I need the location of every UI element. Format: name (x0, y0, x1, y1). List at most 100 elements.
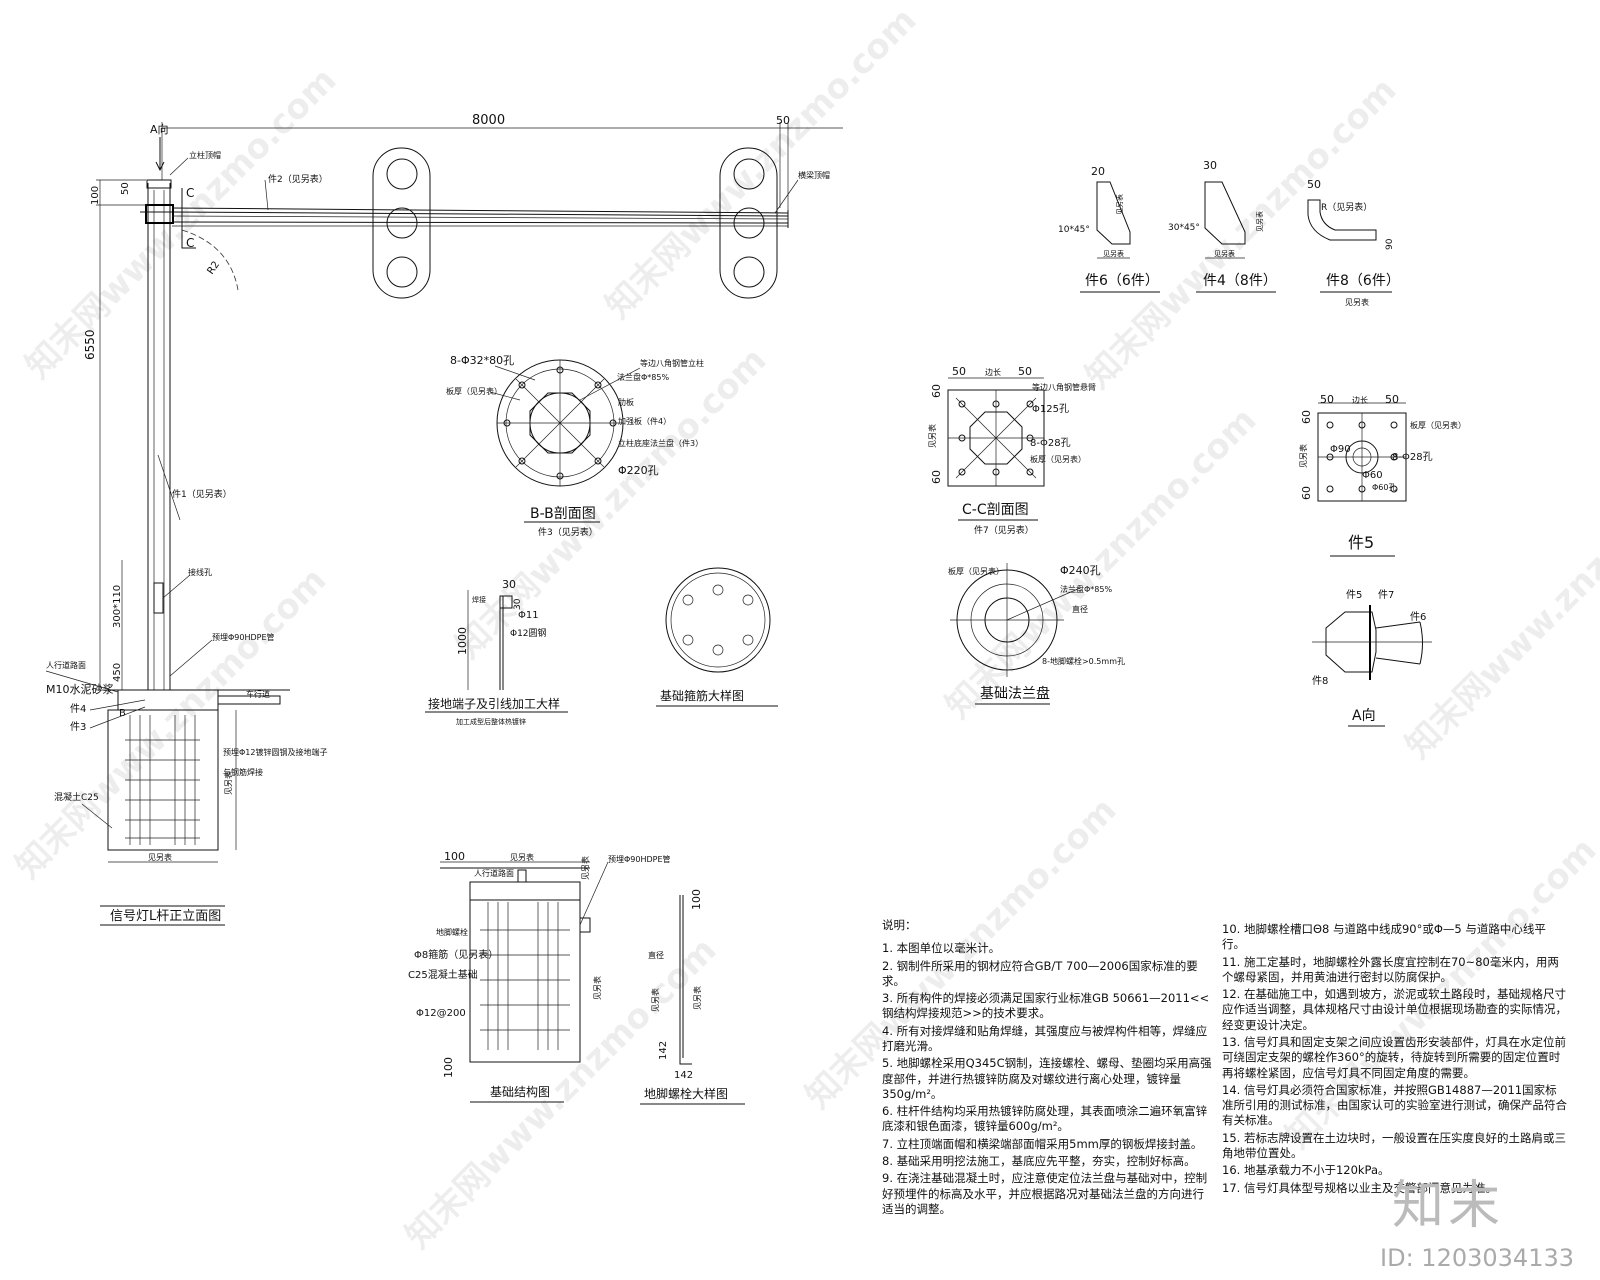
bb-label-base-flange: 立柱底座法兰盘（件3） (618, 438, 703, 448)
part6-title: 件6（6件） (1085, 273, 1159, 289)
part6-dim-height: 见另表 (1115, 194, 1124, 215)
bb-label-stiffener: 加强板（件4） (618, 416, 671, 426)
bb-label-holes: 8-Φ32*80孔 (450, 354, 514, 367)
fd-dim-bottom: 100 (442, 1057, 455, 1078)
base-flange: 板厚（见另表） Φ240孔 法兰盘Φ*85% 直径 8-地脚螺栓>0.5mm孔 … (948, 563, 1125, 705)
notes-title: 说明： (882, 918, 917, 932)
ab-dim-hook: 142 (658, 1041, 669, 1060)
section-c-mark: C (186, 186, 194, 200)
flange-label-flange: 法兰盘Φ*85% (1060, 584, 1112, 594)
radius-label: R2 (205, 260, 222, 277)
watermark-4: 知末网www.znzmo.com (598, 0, 924, 326)
rebar-detail-title: 基础箍筋大样图 (660, 688, 744, 703)
part5-title: 件5 (1348, 533, 1374, 552)
note-item: 12. 在基础施工中，如遇到坡方，淤泥或软土路段时，基础规格尺寸应作适当调整，具… (1222, 987, 1567, 1032)
gt-dim-rod: Φ12圆钢 (510, 627, 547, 639)
ab-dim-see: 见另表 (650, 988, 660, 1012)
fd-label-bolt: 地脚螺栓 (436, 927, 468, 937)
watermark-1: 知末网www.znzmo.com (18, 60, 344, 386)
part5-dim-bottom-v: 60 (1300, 486, 1313, 500)
gt-dim-top: 30 (502, 578, 516, 591)
bb-label-flange: 法兰盘Φ*85% (617, 372, 669, 382)
base-flange-title: 基础法兰盘 (980, 685, 1050, 702)
label-see-table-side: 见另表 (223, 771, 233, 795)
dim-arm-length: 8000 (472, 113, 505, 128)
a-view-title: A向 (1352, 708, 1376, 724)
flange-label-hole: Φ240孔 (1060, 564, 1101, 577)
part4: 30 30*45° 见另表 见另表 件4（8件） (1168, 159, 1277, 293)
part6-dim-chamfer: 10*45° (1058, 225, 1090, 235)
ab-dim-thread: 100 (690, 889, 703, 910)
part8-dim-top: 50 (1307, 178, 1321, 191)
dim-end: 50 (776, 114, 790, 127)
label-sidewalk: 人行道路面 (46, 660, 86, 670)
bb-section-subtitle: 件3（见另表） (538, 526, 598, 538)
image-id-label: ID: 1203034133 (1380, 1244, 1574, 1272)
rebar-detail: 基础箍筋大样图 (656, 567, 778, 707)
part8-title: 件8（6件） (1326, 273, 1400, 289)
label-arm-part: 件2（见另表） (268, 173, 328, 185)
label-hdpe: 预埋Φ90HDPE管 (212, 632, 275, 642)
foundation-rebar-left (125, 715, 200, 845)
note-item: 6. 柱杆件结构均采用热镀锌防腐处理，其表面喷涂二遍环氧富锌底漆和银色面漆，镀锌… (882, 1104, 1208, 1134)
fd-dim-top: 见另表 (510, 852, 534, 862)
bb-label-pole: 等边八角钢管立柱 (640, 358, 704, 368)
notes-column-2: 10. 地脚螺栓槽口Θ8 与道路中线成90°或Φ—5 与道路中心线平行。 11.… (1222, 922, 1567, 1198)
dim-base-above: 450 (112, 663, 123, 682)
part8-dim-height: 90 (1385, 238, 1395, 250)
dim-hole-height: 300*110 (112, 585, 123, 628)
part5-label-holes: 8-Φ28孔 (1392, 451, 1433, 463)
note-item: 3. 所有构件的焊接必须满足国家行业标准GB 50661—2011<<钢结构焊接… (882, 991, 1210, 1021)
a-view-label-p6: 件6 (1410, 611, 1426, 623)
gt-dim-hole: Φ11 (518, 610, 539, 621)
note-item: 13. 信号灯具和固定支架之间应设置齿形安装部件，灯具在水定位前可绕固定支架的螺… (1222, 1034, 1566, 1080)
note-item: 5. 地脚螺栓采用Q345C钢制，连接螺栓、螺母、垫圈均采用高强度部件，并进行热… (882, 1056, 1212, 1101)
notes-column-1: 说明： 1. 本图单位以毫米计。 2. 钢制件所采用的钢材应符合GB/T 700… (882, 918, 1212, 1219)
ground-terminal: 1000 30 30 Φ11 Φ12圆钢 焊接 接地端子及引线加工大样 加工成型… (425, 578, 568, 726)
a-view-label-p7: 件7 (1378, 589, 1394, 601)
part5-dim-see: 见另表 (1298, 444, 1308, 468)
ab-dim-length: 见另表 (692, 986, 702, 1010)
watermark-7: 知末网www.znzmo.com (938, 400, 1264, 726)
note-item: 1. 本图单位以毫米计。 (882, 941, 1001, 956)
note-item: 10. 地脚螺栓槽口Θ8 与道路中线成90°或Φ—5 与道路中心线平行。 (1222, 922, 1546, 952)
a-view-label: A向 (150, 122, 169, 136)
fd-dim-height: 见另表 (592, 976, 602, 1000)
label-cement: M10水泥砂浆 (46, 682, 114, 696)
part5-dim-top-v: 60 (1300, 410, 1313, 424)
a-view: 件5 件7 件6 件8 A向 (1312, 589, 1432, 727)
part5-dim-left: 50 (1320, 393, 1334, 406)
note-item: 2. 钢制件所采用的钢材应符合GB/T 700—2006国家标准的要求。 (882, 958, 1198, 988)
part8: 50 R（见另表） 90 件8（6件） 见另表 (1307, 178, 1400, 307)
watermark-2: 知末网www.znzmo.com (8, 560, 334, 886)
main-elevation: C C R2 8000 50 A向 立柱顶帽 件2（见另表） 横梁顶帽 (45, 113, 843, 926)
a-view-label-p8: 件8 (1312, 675, 1328, 687)
dim-pole-height: 6550 (83, 329, 97, 360)
note-item: 4. 所有对接焊缝和贴角焊缝，其强度应与被焊构件相等，焊缝应打磨光滑。 (882, 1023, 1208, 1053)
fd-dim-pave: 见另表 (580, 856, 590, 880)
section-b-mark: B (119, 708, 126, 719)
part5: 50 边长 50 60 60 见另表 板厚（见另表） 8-Φ28孔 Φ90 Φ6… (1298, 393, 1466, 557)
part5-label-thickness: 板厚（见另表） (1410, 420, 1466, 430)
label-top-cap: 立柱顶帽 (189, 150, 221, 160)
note-item: 9. 在浇注基础混凝土时，应注意使定位法兰盘与基础对中，控制好预埋件的标高及水平… (882, 1171, 1208, 1216)
part4-dim-height: 见另表 (1255, 211, 1264, 232)
label-p4: 件4 (70, 703, 86, 715)
part4-dim-chamfer: 30*45° (1168, 223, 1200, 233)
cc-section-title: C-C剖面图 (962, 502, 1029, 518)
part6-dim-base: 见另表 (1103, 249, 1124, 258)
fd-label-rebar: Φ12@200 (416, 1008, 466, 1019)
anchor-bolt: 100 见另表 142 142 见另表 直径 地脚螺栓大样图 (640, 889, 745, 1105)
cc-dim-see: 见另表 (927, 424, 937, 448)
part6-dim-top: 20 (1091, 165, 1105, 178)
part5-dim-side: 边长 (1352, 395, 1368, 405)
label-p3: 件3 (70, 721, 86, 733)
cc-section-subtitle: 件7（见另表） (974, 524, 1034, 536)
foundation-title: 基础结构图 (490, 1084, 550, 1099)
dim-top-small2: 50 (120, 182, 131, 195)
cc-dim-top-v: 60 (930, 384, 943, 398)
label-road: 车行道 (246, 689, 270, 699)
fd-label-hdpe: 预埋Φ90HDPE管 (608, 854, 671, 864)
note-item: 11. 施工定基时，地脚螺栓外露长度宜控制在70~80毫米内，用两个螺母紧固，并… (1222, 954, 1559, 984)
